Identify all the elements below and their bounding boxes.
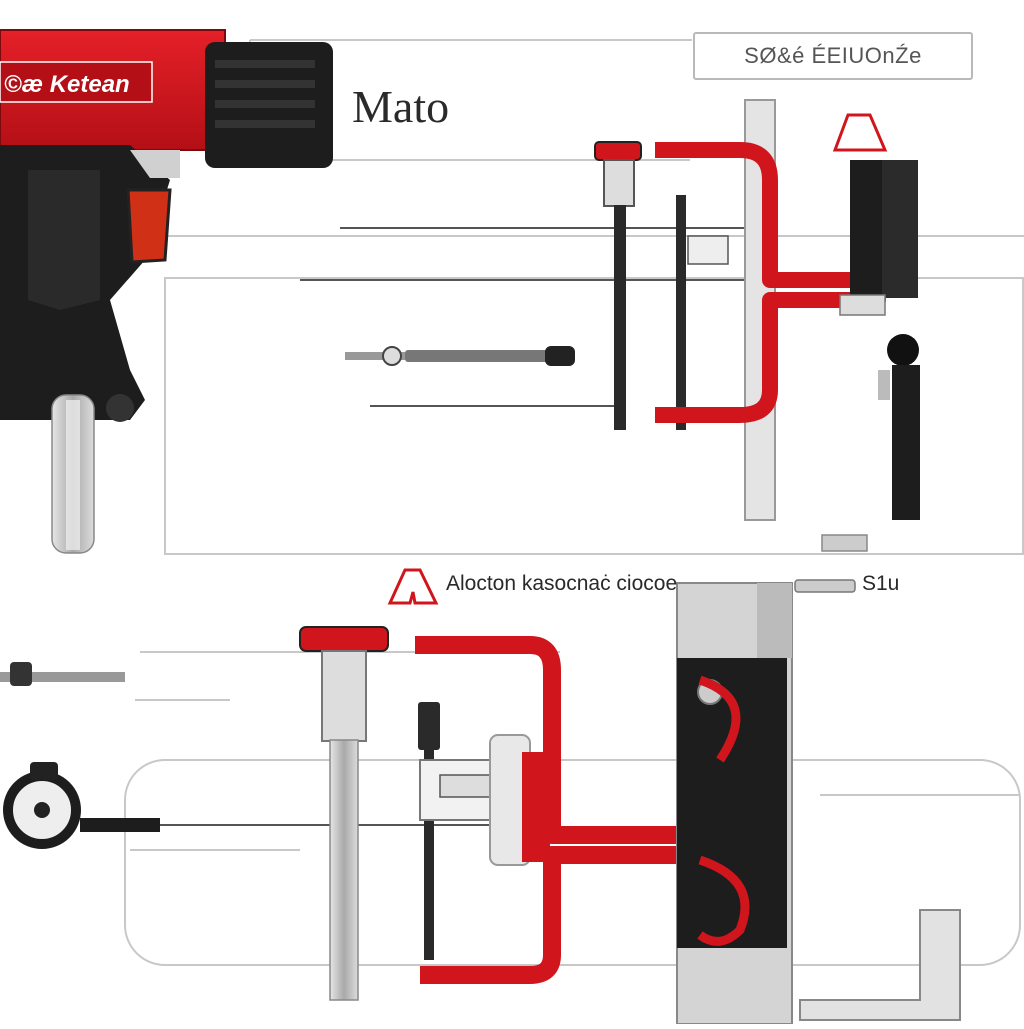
diagram-title: Mato [352, 81, 450, 132]
spec-badge: SØ&é ÉEIUOnŹe [693, 32, 973, 80]
corner-tab-icon [794, 579, 856, 593]
upper-rod-tool [345, 346, 575, 366]
drill-illustration [0, 29, 333, 554]
corner-label: S1u [862, 572, 900, 595]
upper-red-bracket [594, 99, 920, 552]
lower-red-bracket [299, 582, 961, 1025]
drill-brand-label: ©æ Ketean [4, 71, 130, 98]
section-label: Alocton kasocnaċ ciocoe [446, 572, 678, 595]
lower-left-rods [0, 662, 520, 849]
warning-triangle-icon [387, 568, 439, 605]
